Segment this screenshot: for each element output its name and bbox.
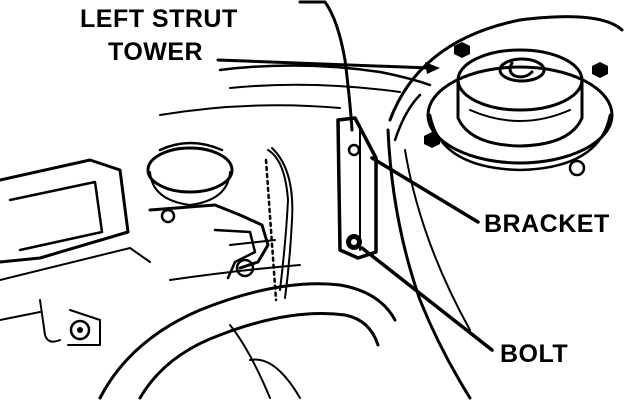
strut-mount-studs — [424, 42, 608, 177]
sensor-connector — [148, 203, 276, 280]
bolt-leader — [360, 246, 494, 352]
strut-tower-leader — [216, 58, 432, 70]
strut-tower-label-line2: TOWER — [108, 38, 203, 66]
reservoir — [146, 141, 234, 206]
strut-tower-label-line1: LEFT STRUT — [80, 5, 238, 33]
air-cleaner — [0, 158, 151, 346]
callout-lines — [216, 58, 494, 352]
bolt — [346, 234, 362, 250]
bolt-label: BOLT — [500, 340, 568, 368]
wire-harness — [264, 147, 294, 302]
strut-tower — [386, 15, 624, 400]
bracket-label: BRACKET — [484, 210, 610, 238]
bracket — [336, 116, 378, 260]
bracket-leader — [370, 156, 480, 224]
hose — [98, 264, 397, 400]
